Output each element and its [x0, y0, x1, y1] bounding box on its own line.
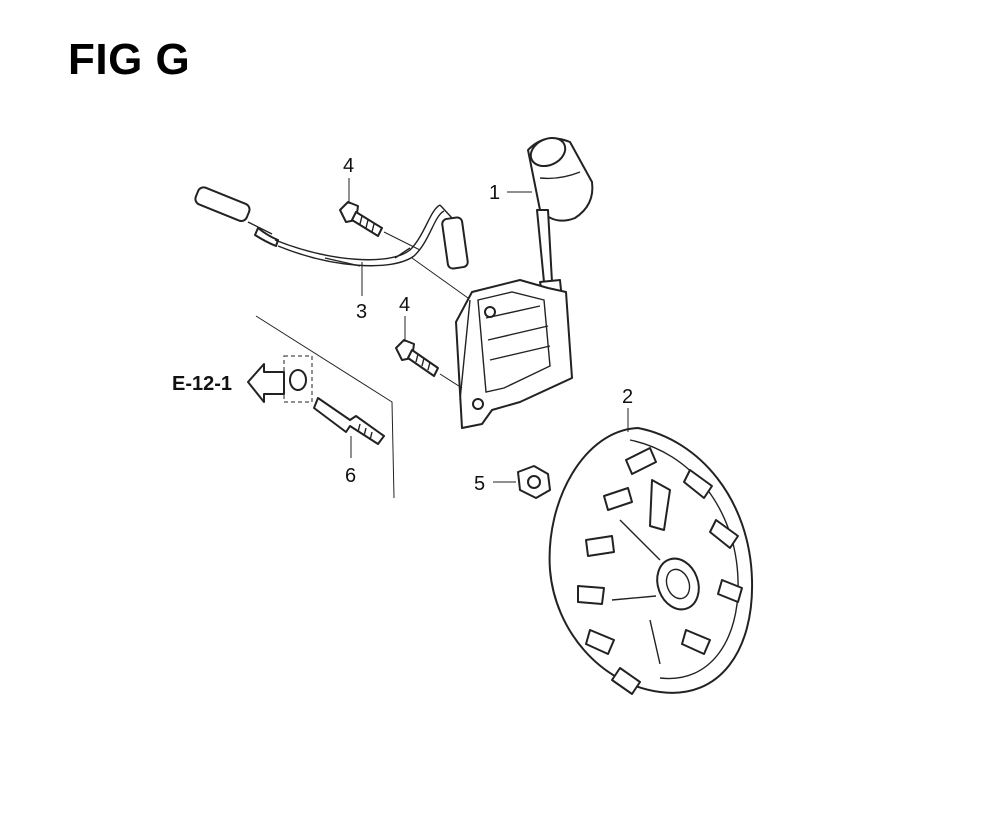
- flywheel: [548, 427, 754, 695]
- flywheel-nut: [517, 465, 551, 499]
- figure-title: FIG G: [68, 35, 191, 84]
- callout-4-lower: 4: [399, 294, 410, 316]
- bolt-assembly: [247, 315, 395, 499]
- screw-upper: [339, 201, 421, 251]
- callout-3: 3: [356, 301, 367, 323]
- callout-6: 6: [345, 465, 356, 487]
- callout-2: 2: [622, 386, 633, 408]
- cross-reference-label: E-12-1: [172, 373, 232, 395]
- callout-5: 5: [474, 473, 485, 495]
- stop-wire: [194, 186, 469, 299]
- screw-lower: [395, 339, 463, 389]
- ignition-coil: [455, 136, 594, 429]
- callout-4-upper: 4: [343, 155, 354, 177]
- callout-1: 1: [489, 182, 500, 204]
